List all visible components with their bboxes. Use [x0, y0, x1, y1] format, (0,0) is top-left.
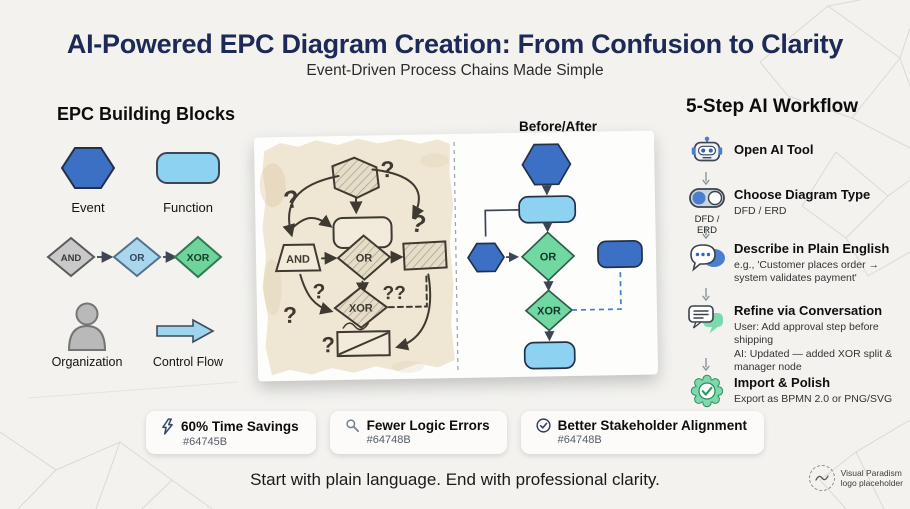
speech-bubbles-icon [690, 244, 725, 272]
lightning-icon [162, 418, 173, 435]
control-flow-label: Control Flow [153, 355, 224, 369]
svg-text:?: ? [283, 302, 298, 328]
workflow-step-4: Refine via Conversation User: Add approv… [684, 303, 908, 375]
function-rect-shape [156, 152, 220, 184]
page-title: AI-Powered EPC Diagram Creation: From Co… [66, 29, 844, 59]
sketch-or-label: OR [356, 252, 373, 264]
event-label: Event [71, 200, 105, 215]
sketch-right-rect [402, 240, 448, 271]
workflow-step-1: Open AI Tool [684, 136, 908, 173]
before-after-divider [453, 142, 459, 370]
svg-text:?: ? [282, 185, 301, 215]
step-title: Choose Diagram Type [734, 187, 871, 202]
check-circle-icon [536, 418, 551, 433]
clean-event-hexagon-top [521, 143, 572, 186]
svg-text:?: ? [312, 280, 325, 303]
down-arrow-icon [702, 226, 710, 239]
workflow-step-2: DFD / ERD Choose Diagram Type DFD / ERD [684, 187, 908, 236]
logo-text: Visual Paradism logo placeholder [841, 468, 903, 488]
step-title: Import & Polish [734, 375, 831, 390]
clean-or-label: OR [540, 251, 557, 263]
clean-dashed-connector [571, 269, 622, 311]
xor-label: XOR [187, 252, 210, 264]
building-blocks-legend: Event Function AND OR XOR Organization C… [46, 147, 224, 369]
step-subtitle: Export as BPMN 2.0 or PNG/SVG [734, 392, 893, 405]
and-label: AND [61, 253, 82, 264]
stat-label: 60% Time Savings [181, 419, 299, 434]
stat-label: Better Stakeholder Alignment [557, 418, 747, 433]
stats-row: 60% Time Savings #64745B Fewer Logic Err… [0, 411, 910, 454]
step-title: Open AI Tool [734, 142, 814, 157]
step-subtitle: User: Add approval step before shipping [734, 320, 879, 347]
organization-label: Organization [52, 355, 123, 369]
toggle-icon [689, 188, 725, 208]
rosette-check-icon [690, 374, 724, 408]
xor-diamond-shape [173, 235, 223, 279]
organization-person-icon [67, 302, 107, 351]
logo-circle-icon [808, 465, 835, 491]
sketch-and-label: AND [286, 254, 310, 266]
stat-code: #64748B [557, 434, 602, 446]
sketch-question-marks: ? ? ? ? ?? ? ? AND OR XOR [282, 156, 428, 357]
before-sketch-diagram [274, 156, 448, 358]
svg-text:?: ? [380, 156, 395, 182]
svg-text:??: ?? [382, 283, 406, 304]
logo-placeholder: Visual Paradism logo placeholder [808, 465, 903, 491]
stat-card-time-savings: 60% Time Savings #64745B [146, 411, 316, 454]
sketch-and-trapezoid [274, 243, 322, 273]
workflow-heading: 5-Step AI Workflow [686, 96, 859, 117]
stat-code: #64748B [366, 434, 411, 446]
stat-code: #64745B [183, 436, 228, 448]
svg-text:?: ? [409, 209, 428, 239]
svg-text:?: ? [321, 332, 335, 357]
stat-card-stakeholder-alignment: Better Stakeholder Alignment #64748B [520, 411, 764, 454]
step-subtitle: DFD / ERD [734, 204, 787, 217]
workflow-step-5: Import & Polish Export as BPMN 2.0 or PN… [684, 374, 908, 413]
down-arrow-icon [702, 288, 710, 301]
page-subtitle: Event-Driven Process Chains Made Simple [306, 62, 604, 79]
building-blocks-heading: EPC Building Blocks [57, 104, 236, 124]
sketch-xor-diamond [333, 286, 389, 329]
robot-icon [691, 136, 723, 162]
control-flow-arrow-icon [156, 318, 215, 344]
or-diamond-shape [112, 236, 162, 278]
sketch-xor-label: XOR [349, 302, 373, 314]
toggle-caption: DFD / ERD [694, 214, 720, 236]
stat-label: Fewer Logic Errors [366, 418, 490, 433]
clean-xor-label: XOR [537, 305, 561, 317]
clean-dark-rect [597, 240, 643, 269]
step-subtitle-2: AI: Updated — added XOR split & manager … [734, 347, 893, 374]
sketch-or-diamond [336, 234, 392, 281]
and-diamond-shape [46, 236, 96, 278]
logo-squiggle-icon [814, 475, 829, 481]
before-after-card: ? ? ? ? ?? ? ? AND OR XOR [253, 130, 659, 382]
down-arrow-icon [702, 172, 710, 185]
event-hexagon-shape [60, 147, 116, 189]
logo-text-line2: logo placeholder [840, 478, 903, 488]
chat-refine-icon [688, 305, 723, 334]
clean-event-hexagon-left [467, 242, 506, 273]
step-subtitle: e.g., 'Customer places order → system va… [734, 258, 879, 285]
logo-text-line1: Visual Paradism [840, 467, 902, 478]
step-title: Refine via Conversation [734, 303, 883, 318]
step-title: Describe in Plain English [734, 241, 890, 256]
before-after-heading: Before/After [518, 119, 597, 134]
workflow-step-3: Describe in Plain English e.g., 'Custome… [684, 241, 908, 286]
stat-card-logic-errors: Fewer Logic Errors #64748B [329, 411, 507, 454]
down-arrow-icon [702, 358, 710, 371]
after-clean-diagram [467, 143, 643, 370]
clean-function-rect [518, 195, 577, 224]
clean-function-rect-bottom [523, 341, 576, 370]
or-label: OR [130, 253, 146, 264]
sketch-dashed-line [387, 273, 428, 309]
sketch-hexagon [331, 156, 380, 199]
magnifier-icon [345, 419, 359, 433]
footer-tagline: Start with plain language. End with prof… [250, 470, 660, 489]
function-label: Function [163, 200, 213, 215]
